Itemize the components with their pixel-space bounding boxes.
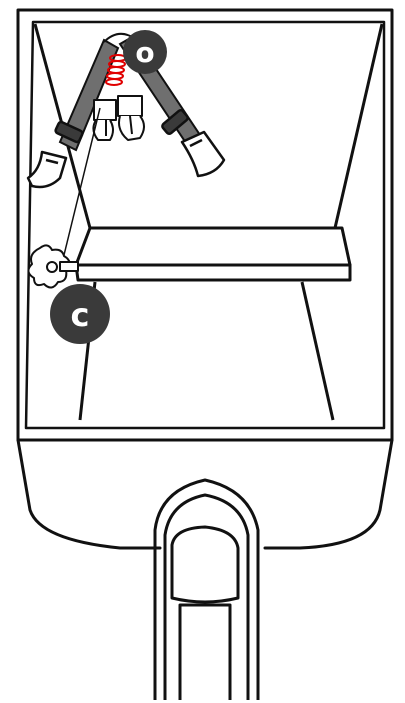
shelf-board [76,228,350,280]
callout-label-o: o [135,36,154,69]
callout-label-c: c [71,296,90,334]
callout-badge-o: o [123,30,167,74]
callout-badge-c: c [50,284,110,344]
shelf-supports [80,282,333,420]
cabinet-frame [18,10,392,440]
center-handle [155,480,258,700]
star-knob-icon [28,245,78,287]
center-clips-icon [93,96,144,140]
right-buckle-icon [161,109,224,176]
